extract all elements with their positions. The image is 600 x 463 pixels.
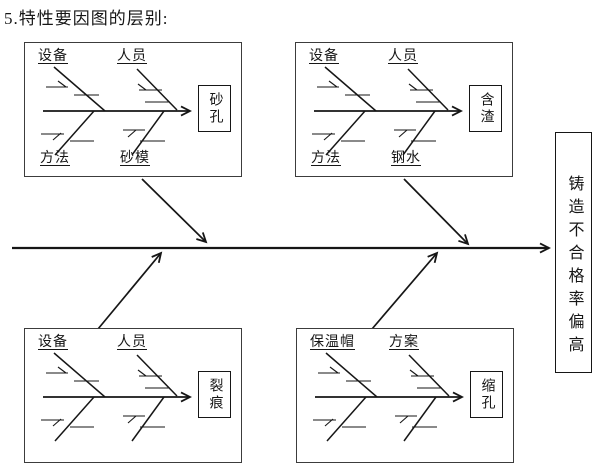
effect-label: 缩孔	[479, 377, 495, 412]
cause-label-method: 方法	[311, 151, 341, 166]
branch-arrow-bottom-right	[371, 251, 439, 330]
main-fishbone-connectors	[12, 178, 551, 330]
effect-label: 含渣	[478, 91, 494, 126]
cause-label-equipment: 设备	[38, 335, 68, 350]
tick-lines	[312, 80, 441, 142]
cause-label-personnel: 人员	[388, 49, 418, 64]
effect-box: 裂痕	[198, 371, 231, 418]
fishbone-skeleton	[41, 66, 192, 156]
fishbone-panel-sand-hole: 设备 人员 方法 砂模 砂孔	[24, 42, 242, 177]
cause-label-insulating-cap: 保温帽	[310, 335, 355, 350]
fishbone-panel-shrinkage-hole: 保温帽 方案 缩孔	[296, 328, 514, 463]
branch-arrow-top-right	[403, 178, 470, 246]
tick-lines	[313, 366, 442, 428]
fishbone-skeleton	[313, 352, 464, 442]
tick-lines	[41, 80, 170, 142]
result-label: 铸造不合格率偏高	[565, 174, 583, 359]
fishbone-skeleton	[312, 66, 463, 156]
cause-label-equipment: 设备	[38, 49, 68, 64]
cause-label-method: 方法	[40, 151, 70, 166]
effect-box: 缩孔	[470, 371, 503, 418]
cause-label-sand-mold: 砂模	[120, 151, 150, 166]
cause-label-personnel: 人员	[117, 335, 147, 350]
effect-box: 含渣	[469, 85, 502, 132]
effect-label: 砂孔	[207, 91, 223, 126]
fishbone-panel-crack: 设备 人员 裂痕	[24, 328, 242, 463]
cause-label-personnel: 人员	[117, 49, 147, 64]
branch-arrow-bottom-left	[97, 251, 163, 330]
cause-label-plan: 方案	[389, 335, 419, 350]
fishbone-panel-slag-inclusion: 设备 人员 方法 钢水 含渣	[295, 42, 513, 177]
cause-label-molten-steel: 钢水	[391, 151, 421, 166]
effect-box: 砂孔	[198, 85, 231, 132]
page-title: 5.特性要因图的层别:	[4, 9, 169, 28]
branch-arrow-top-left	[141, 178, 208, 244]
cause-label-equipment: 设备	[309, 49, 339, 64]
effect-label: 裂痕	[207, 377, 223, 412]
tick-lines	[41, 366, 170, 428]
result-box: 铸造不合格率偏高	[555, 132, 592, 373]
